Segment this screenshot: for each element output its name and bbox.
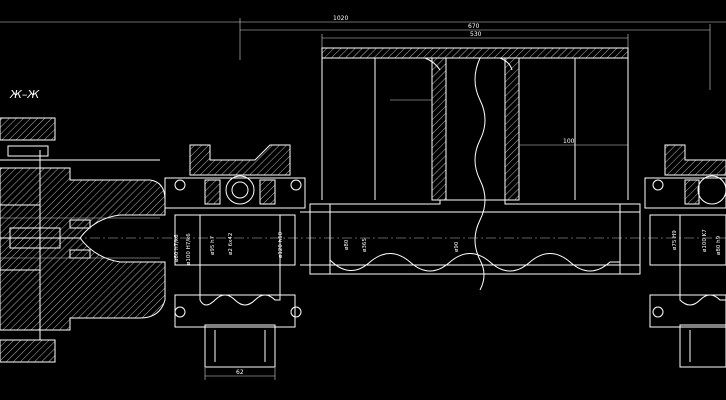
dim-hub-offset-text: 100 <box>563 138 575 145</box>
left-bearing-housing: 62 <box>164 144 306 380</box>
right-bearing-housing: ø75 H9 ø100 K7 ø80 h9 <box>644 144 726 368</box>
dia-left-1: ø60 h7/k6 <box>174 234 180 262</box>
dia-right-1: ø75 H9 <box>672 230 678 250</box>
dia-right-2: ø100 K7 <box>702 229 708 252</box>
dia-shaft-1: ø80 <box>344 239 350 250</box>
shaft: ø80 ø365 ø90 <box>300 199 641 275</box>
dia-left-2: ø100 H7/k6 <box>186 233 192 265</box>
dia-right-3: ø80 h9 <box>716 235 722 255</box>
section-label: Ж–Ж <box>9 88 40 101</box>
dimension-drum: 670 <box>240 23 711 90</box>
dia-shaft-3: ø90 <box>454 241 460 252</box>
dim-overall-text: 1020 <box>333 15 348 22</box>
dimension-drum-inner: 530 <box>321 31 629 48</box>
left-coupling <box>0 117 166 363</box>
dia-left-5: ø120 h10 <box>278 231 284 258</box>
dia-left-4: ø2 6x42 <box>228 233 234 255</box>
dia-left-3: ø95 h7 <box>210 235 216 255</box>
left-diameter-labels: ø60 h7/k6 ø100 H7/k6 ø95 h7 ø2 6x42 ø120… <box>174 231 284 265</box>
dimension-overall: 1020 <box>0 15 726 60</box>
dia-shaft-2: ø365 <box>362 238 368 252</box>
dim-drum-inner-text: 530 <box>470 31 482 38</box>
drum-hub: 100 <box>321 47 629 291</box>
dim-bearing-text: 62 <box>236 369 244 376</box>
dim-drum-text: 670 <box>468 23 480 30</box>
